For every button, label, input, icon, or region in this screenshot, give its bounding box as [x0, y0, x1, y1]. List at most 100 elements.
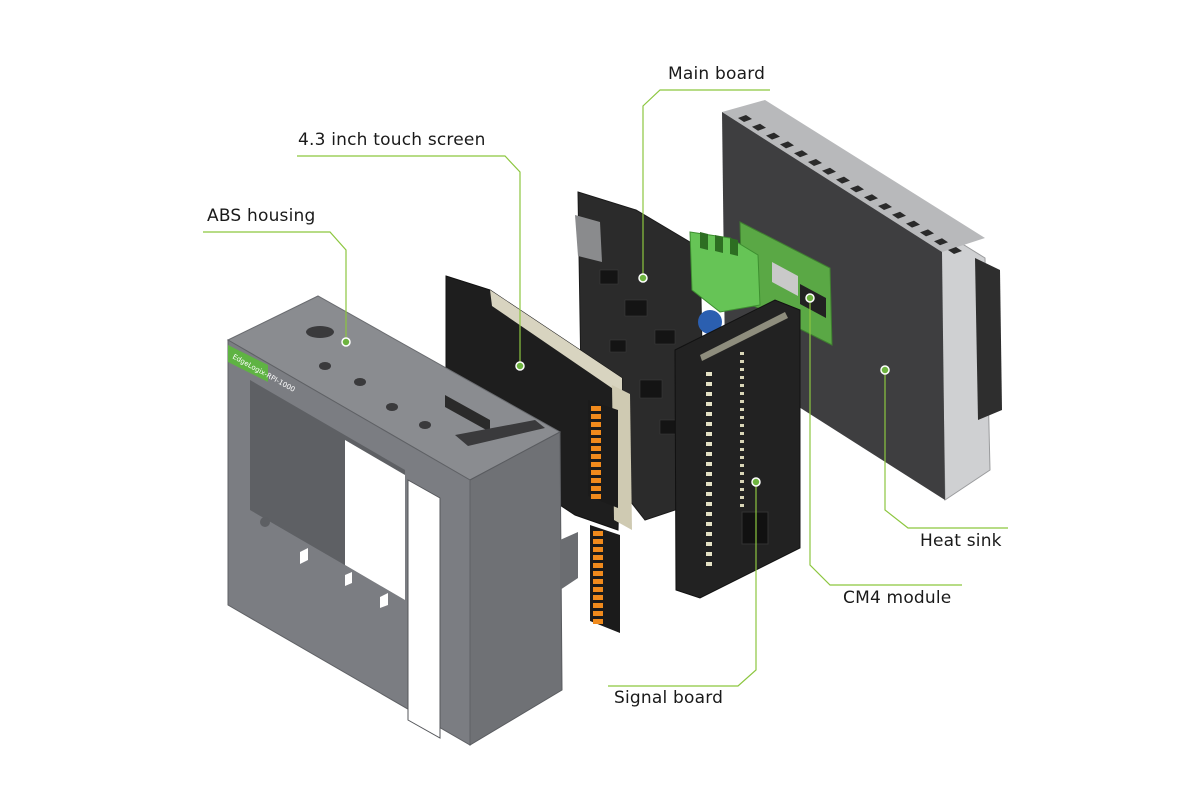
- orange-terminal-blocks: [588, 400, 620, 633]
- main-board-components: [599, 269, 679, 435]
- header-pin: [740, 384, 744, 387]
- header-pin: [706, 562, 712, 566]
- abs-housing-dot: [341, 337, 351, 347]
- abs-housing-part: EdgeLogix-RPI-1000: [226, 295, 578, 746]
- header-pin: [740, 464, 744, 467]
- board-chip: [654, 329, 676, 345]
- cm4-module-label: CM4 module: [843, 588, 952, 608]
- heat-sink-fin: [766, 132, 780, 140]
- abs-housing-label: ABS housing: [207, 206, 316, 226]
- header-pin: [706, 462, 712, 466]
- header-pin: [706, 412, 712, 416]
- header-pin: [706, 422, 712, 426]
- board-chip: [639, 379, 663, 399]
- terminal-pin: [591, 470, 601, 475]
- abs-housing-leader-line: [203, 231, 347, 342]
- header-pin: [706, 392, 712, 396]
- header-pin: [706, 482, 712, 486]
- terminal-pin: [593, 603, 603, 608]
- terminal-pin: [591, 486, 601, 491]
- terminal-pin: [593, 579, 603, 584]
- header-pin: [706, 492, 712, 496]
- terminal-pin: [593, 587, 603, 592]
- header-pin: [740, 496, 744, 499]
- terminal-pin: [593, 571, 603, 576]
- cm4-module-dot: [805, 293, 815, 303]
- heat-sink-dot: [880, 365, 890, 375]
- header-pin: [740, 376, 744, 379]
- header-pin: [740, 480, 744, 483]
- header-pin: [706, 502, 712, 506]
- heat-sink-fin: [892, 211, 906, 219]
- terminal-pin: [591, 422, 601, 427]
- header-pin: [740, 504, 744, 507]
- terminal-pin: [591, 454, 601, 459]
- terminal-pin: [591, 446, 601, 451]
- signal-board-dot: [751, 477, 761, 487]
- terminal-pin: [593, 555, 603, 560]
- header-pin: [740, 368, 744, 371]
- header-pin: [740, 416, 744, 419]
- terminal-pin: [591, 494, 601, 499]
- header-pin: [706, 552, 712, 556]
- signal-board-part: [674, 299, 801, 599]
- main-board-dot: [638, 273, 648, 283]
- terminal-pin: [593, 611, 603, 616]
- leader-dots: [341, 273, 890, 487]
- heat-sink-fin: [920, 229, 934, 237]
- leader-lines: [203, 89, 1008, 687]
- header-pin: [706, 452, 712, 456]
- heat-sink-fin: [752, 123, 766, 131]
- header-pin: [706, 372, 712, 376]
- header-pin: [740, 456, 744, 459]
- touch-screen-label: 4.3 inch touch screen: [298, 130, 486, 150]
- terminal-pin: [591, 462, 601, 467]
- board-chip: [609, 339, 627, 353]
- header-pin: [740, 432, 744, 435]
- heat-sink-fin: [878, 203, 892, 210]
- header-pin: [740, 424, 744, 427]
- header-pin: [706, 432, 712, 436]
- header-pin: [740, 488, 744, 491]
- board-chip: [624, 299, 648, 317]
- terminal-pin: [593, 531, 603, 536]
- heat-sink-fin: [864, 194, 878, 202]
- terminal-pin: [591, 414, 601, 419]
- heat-sink-fin: [850, 185, 864, 193]
- heat-sink-fin: [780, 141, 794, 149]
- heat-sink-fin: [808, 159, 822, 166]
- terminal-pin: [591, 478, 601, 483]
- terminal-pin: [591, 406, 601, 411]
- header-pin: [706, 532, 712, 536]
- header-pin: [740, 360, 744, 363]
- header-pin: [706, 542, 712, 546]
- heat-sink-fin: [738, 115, 752, 122]
- heat-sink-fin: [836, 176, 850, 184]
- header-pin: [740, 448, 744, 451]
- header-pin: [740, 400, 744, 403]
- header-pin: [706, 382, 712, 386]
- main-board-label: Main board: [668, 64, 766, 84]
- header-pin: [740, 392, 744, 395]
- heat-sink-leader-line: [884, 370, 1008, 529]
- terminal-pin: [591, 438, 601, 443]
- touch-screen-dot: [515, 361, 525, 371]
- header-pin: [740, 352, 744, 355]
- signal-board-label: Signal board: [614, 688, 724, 708]
- header-pin: [740, 472, 744, 475]
- signal-board-leader-line: [608, 482, 757, 687]
- heat-sink-fin: [948, 247, 962, 254]
- heat-sink-label: Heat sink: [920, 531, 1002, 551]
- cm4-module-leader-line: [809, 298, 962, 586]
- terminal-pin: [593, 547, 603, 552]
- header-pin: [706, 402, 712, 406]
- heat-sink-fin: [822, 167, 836, 175]
- terminal-pin: [593, 595, 603, 600]
- touch-screen-part: [445, 275, 632, 633]
- signal-board-pin-header: [706, 352, 744, 566]
- terminal-pin: [593, 563, 603, 568]
- main-board-leader-line: [642, 89, 770, 278]
- header-pin: [706, 522, 712, 526]
- heat-sink-fin: [794, 150, 808, 158]
